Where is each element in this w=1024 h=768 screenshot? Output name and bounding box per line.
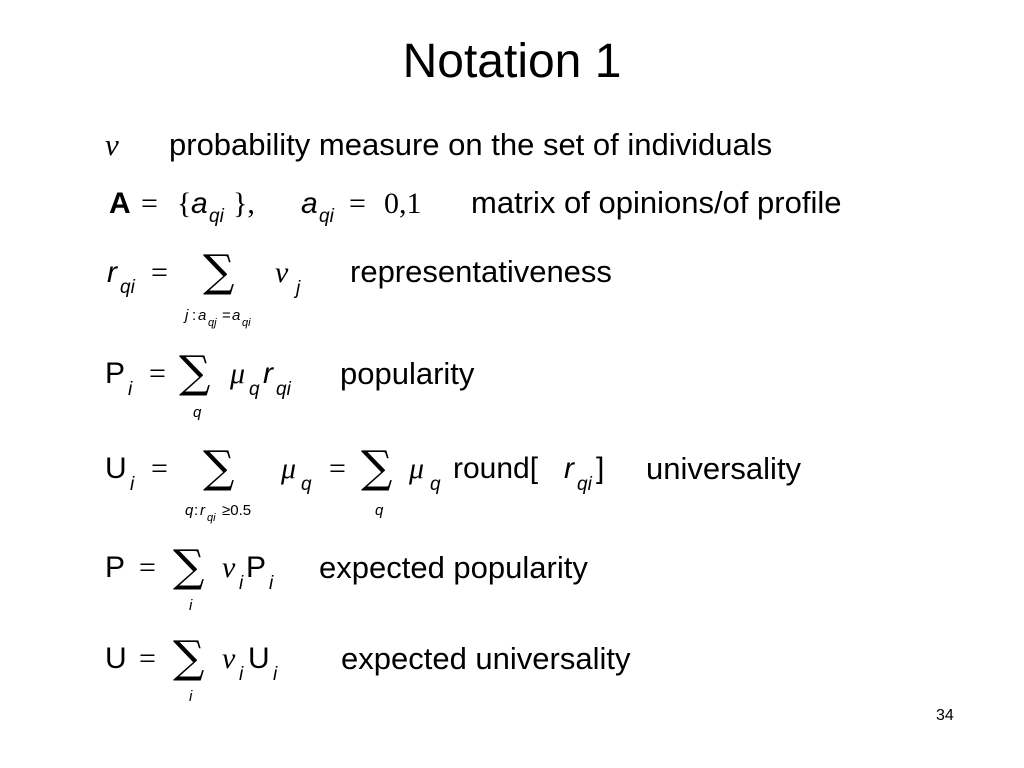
ui-round: round[	[453, 452, 539, 485]
ui-description: universality	[646, 451, 802, 486]
ui-limit-r-sub: qi	[207, 512, 216, 524]
sigma-icon: ∑	[203, 246, 235, 297]
r-limit-a1-sub: qj	[208, 317, 217, 329]
ui-mu-2-sub: q	[430, 474, 441, 495]
ui-mu-sub: q	[301, 474, 312, 495]
a-value: 0,1	[384, 187, 422, 220]
pi-mu-sub: q	[249, 379, 260, 400]
ui-close: ]	[596, 452, 605, 485]
ui-limit-q: q	[185, 502, 194, 519]
u-limit: i	[189, 688, 193, 705]
a-open-brace: {	[177, 187, 192, 220]
p-equals: =	[139, 551, 156, 584]
r-description: representativeness	[350, 254, 612, 289]
ui-lhs-sub: i	[130, 474, 135, 495]
a-close-brace: },	[233, 187, 255, 220]
p-term-sub: i	[269, 573, 274, 594]
sigma-icon: ∑	[203, 442, 235, 493]
a-equals-2: =	[349, 187, 366, 220]
page-number: 34	[936, 707, 954, 724]
r-equals: =	[151, 256, 168, 289]
sigma-icon: ∑	[361, 442, 393, 493]
ui-r-sub: qi	[577, 474, 592, 495]
ui-lhs: U	[105, 452, 127, 485]
r-limit-j: j	[185, 307, 189, 324]
ui-limit-2: q	[375, 502, 384, 519]
sigma-icon: ∑	[173, 541, 205, 592]
u-term: U	[248, 642, 270, 675]
u-equals: =	[139, 642, 156, 675]
pi-mu: μ	[230, 357, 246, 390]
pi-lhs-sub: i	[128, 379, 133, 400]
r-limit-a1: a	[198, 307, 207, 324]
ui-equals-2: =	[329, 452, 346, 485]
ui-r: r	[564, 452, 574, 485]
r-limit-a2-sub: qi	[242, 317, 251, 329]
ui-equals: =	[151, 452, 168, 485]
p-term: P	[246, 551, 267, 584]
a-element-2: a	[301, 187, 318, 220]
a-bold: A	[109, 187, 131, 220]
pi-equals: =	[149, 357, 166, 390]
ui-limit-r: r	[200, 502, 205, 519]
ui-mu: μ	[281, 452, 297, 485]
r-limit-eq: =	[222, 307, 231, 324]
r-limit-colon: :	[192, 307, 197, 324]
p-lhs: P	[105, 551, 126, 584]
u-term-sub: i	[273, 664, 278, 685]
a-description: matrix of opinions/of profile	[471, 185, 842, 220]
p-nu: ν	[222, 551, 236, 584]
ui-limit-ge: ≥0.5	[222, 502, 252, 519]
sigma-icon: ∑	[179, 347, 211, 398]
ui-mu-2: μ	[409, 452, 425, 485]
pi-r-sub: qi	[276, 379, 291, 400]
p-description: expected popularity	[319, 550, 588, 585]
u-nu-sub: i	[239, 664, 244, 685]
sigma-icon: ∑	[173, 632, 205, 683]
ui-limit-colon: :	[194, 502, 199, 519]
pi-lhs: P	[105, 357, 126, 390]
p-nu-sub: i	[239, 573, 244, 594]
a-equals: =	[141, 187, 158, 220]
nu-description: probability measure on the set of indivi…	[169, 127, 773, 162]
r-limit-a2: a	[232, 307, 241, 324]
u-nu: ν	[222, 642, 236, 675]
pi-description: popularity	[340, 356, 475, 391]
u-lhs: U	[105, 642, 127, 675]
u-description: expected universality	[341, 641, 631, 676]
slide-title: Notation 1	[402, 35, 622, 88]
pi-limit: q	[193, 404, 202, 421]
pi-r: r	[263, 357, 273, 390]
a-element-2-sub: qi	[319, 206, 334, 227]
r-term-sub: j	[296, 278, 301, 299]
a-element: a	[191, 187, 208, 220]
r-lhs-sub: qi	[120, 277, 135, 298]
p-limit: i	[189, 597, 193, 614]
nu-symbol: ν	[105, 127, 119, 162]
a-element-sub: qi	[209, 206, 224, 227]
r-term: ν	[275, 256, 289, 289]
r-lhs: r	[107, 256, 117, 289]
